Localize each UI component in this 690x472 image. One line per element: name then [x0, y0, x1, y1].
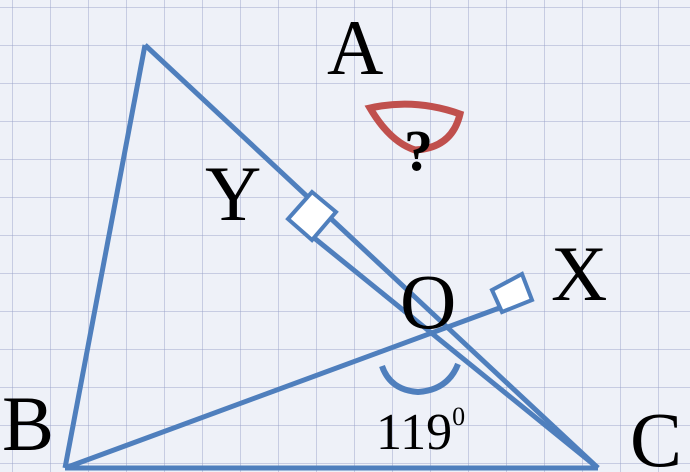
right-angle-marker-y [285, 189, 339, 243]
unknown-angle-label: ? [404, 118, 433, 183]
angle-value: 119 [376, 404, 452, 461]
degree-mark: 0 [452, 402, 465, 431]
vertex-label-a: A [327, 4, 383, 91]
vertex-label-b: B [2, 380, 54, 467]
vertex-label-c: C [630, 396, 682, 472]
right-angle-marker-x [489, 271, 535, 315]
vertex-label-o: O [400, 258, 456, 345]
angle-value-label: 1190 [376, 402, 465, 461]
vertex-label-x: X [551, 230, 607, 317]
segment-bx [64, 293, 533, 471]
segment-cy [290, 218, 600, 470]
angle-119-arc [379, 362, 461, 396]
vertex-label-y: Y [205, 150, 261, 237]
unknown-angle-arc [364, 100, 465, 154]
side-ac [143, 43, 600, 470]
side-ab [62, 44, 148, 469]
